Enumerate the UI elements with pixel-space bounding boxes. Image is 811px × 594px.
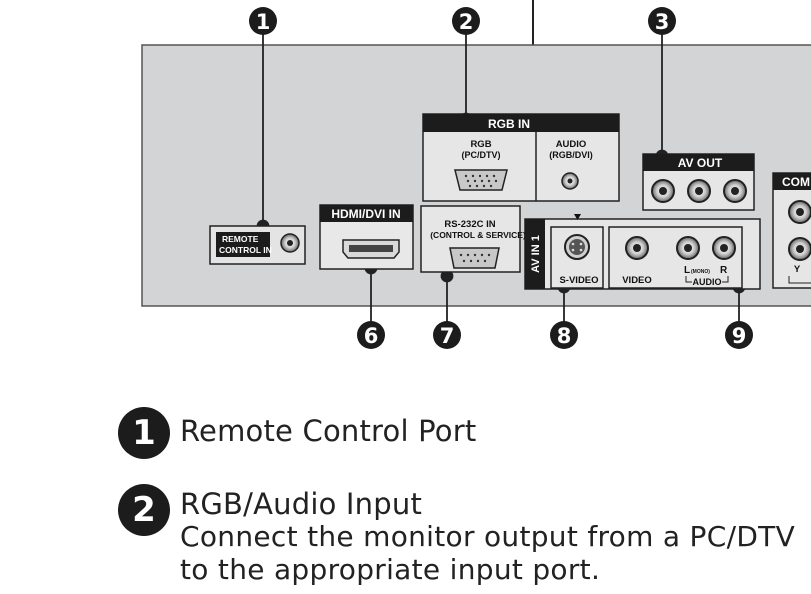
av-out-jacks (651, 179, 747, 203)
av-in-1-label: AV IN 1 (530, 235, 542, 273)
rgb-sub-label-line1: RGB (470, 139, 491, 150)
remote-control-port-group: REMOTE CONTROL IN (209, 225, 306, 265)
callout-7-number: 7 (440, 324, 455, 348)
legend-number-1: 1 (118, 407, 170, 459)
av-out-label: AV OUT (678, 156, 723, 170)
callout-3: 3 (648, 7, 676, 35)
legend-number-2: 2 (118, 484, 170, 536)
audio-sub-label-line1: AUDIO (556, 139, 587, 150)
callout-7: 7 (433, 321, 461, 349)
audio-sub-label-line2: (RGB/DVI) (549, 150, 593, 160)
component-in-group: COM Y (772, 172, 811, 289)
callout-1: 1 (249, 7, 277, 35)
remote-label-line1: REMOTE (222, 234, 259, 244)
rgb-in-group: RGB IN RGB (PC/DTV) AUDIO (RGB/DVI) (422, 113, 620, 202)
remote-label-line2: CONTROL IN (219, 245, 272, 255)
rgb-dsub-port[interactable] (454, 169, 508, 191)
component-y-label: Y (794, 264, 801, 275)
av-out-group: AV OUT (642, 153, 755, 211)
hdmi-dvi-in-label: HDMI/DVI IN (331, 207, 400, 221)
rs232c-group: RS-232C IN (CONTROL & SERVICE) (420, 205, 526, 273)
legend-title-1: Remote Control Port (180, 414, 477, 448)
audio-bracket-label: AUDIO (693, 277, 722, 287)
rgb-sub-label-line2: (PC/DTV) (462, 150, 501, 160)
component-label: COM (782, 175, 810, 189)
audio-l-label: L (684, 265, 690, 276)
legend-description-2: Connect the monitor output from a PC/DTV… (180, 520, 796, 586)
hdmi-dvi-in-group: HDMI/DVI IN (319, 204, 414, 270)
rgb-in-label: RGB IN (488, 117, 530, 131)
callout-3-number: 3 (655, 10, 670, 34)
callout-6-number: 6 (364, 324, 379, 348)
legend-title-2: RGB/Audio Input (180, 487, 423, 521)
callout-1-number: 1 (256, 10, 271, 34)
callout-2: 2 (452, 7, 480, 35)
audio-mono-label: (MONO) (691, 269, 710, 275)
callout-9: 9 (725, 321, 753, 349)
audio-r-label: R (720, 265, 728, 276)
callout-2-number: 2 (459, 10, 474, 34)
callout-8-number: 8 (557, 324, 572, 348)
rs232c-port[interactable] (449, 247, 500, 269)
callout-6: 6 (357, 321, 385, 349)
av-in-1-group: AV IN 1 S-VIDEO VIDEO L (MONO) R AUDIO (524, 214, 761, 290)
s-video-label: S-VIDEO (559, 275, 598, 286)
callout-9-number: 9 (732, 324, 747, 348)
video-label: VIDEO (622, 275, 652, 286)
callout-8: 8 (550, 321, 578, 349)
rs232c-label-line2: (CONTROL & SERVICE) (430, 230, 526, 240)
rs232c-label-line1: RS-232C IN (444, 219, 495, 230)
